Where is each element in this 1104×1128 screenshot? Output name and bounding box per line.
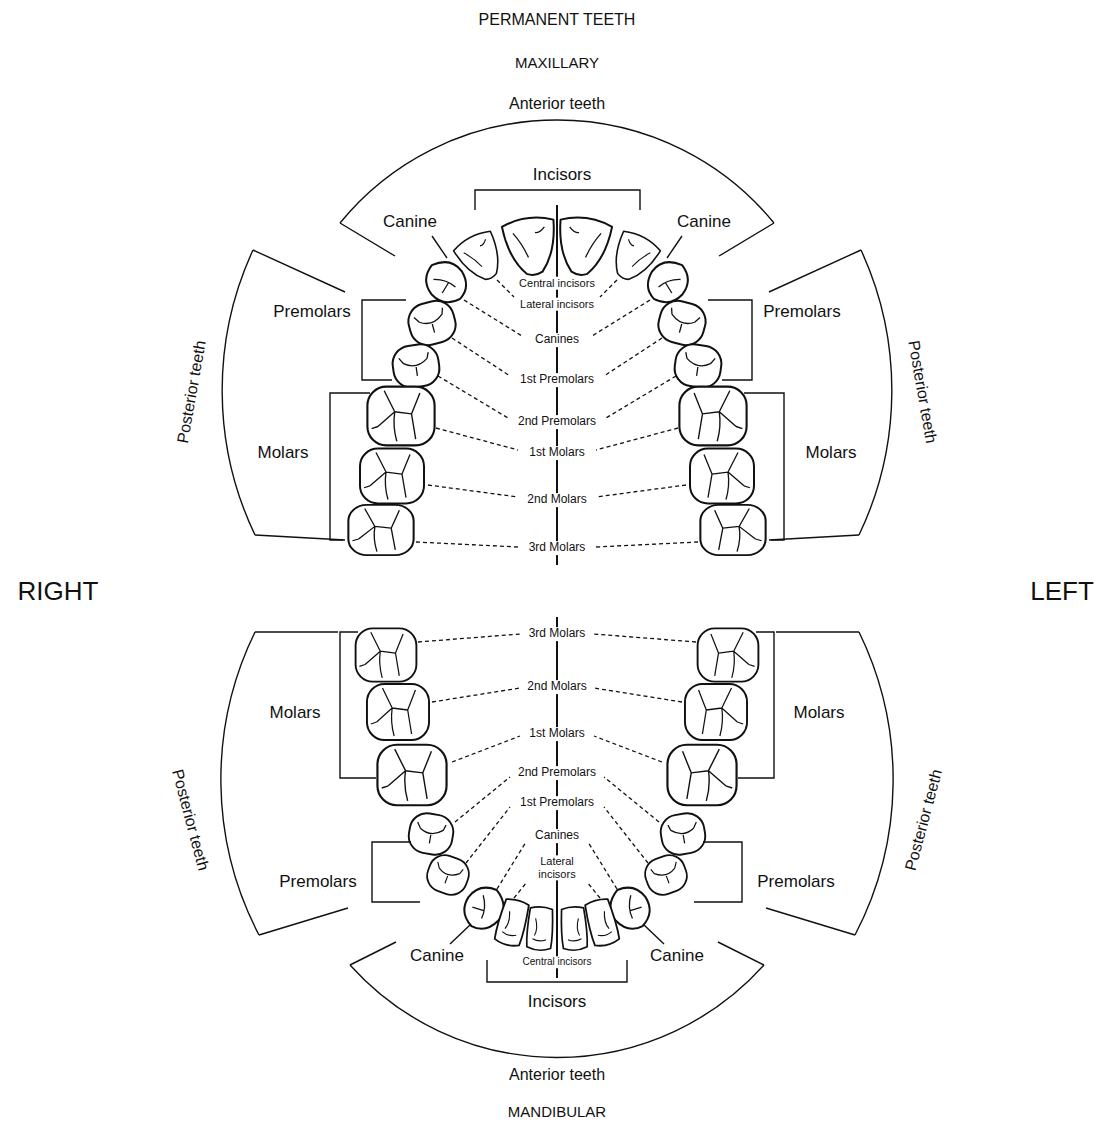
tooth-label: 3rd Molars — [527, 627, 588, 641]
leader-line — [450, 925, 664, 944]
jaw-label: MAXILLARY — [513, 54, 601, 71]
group-label: Premolars — [755, 872, 836, 892]
group-label: Molars — [791, 703, 846, 723]
tooth — [404, 297, 459, 349]
tooth-label: 2nd Molars — [525, 493, 588, 507]
tooth — [679, 387, 746, 446]
group-label: Canine — [381, 212, 439, 232]
tooth — [348, 505, 413, 555]
tooth-label: 1st Molars — [527, 446, 586, 460]
tooth — [501, 215, 560, 279]
tooth — [698, 628, 759, 681]
group-arc — [222, 250, 255, 535]
group-label: Canine — [408, 946, 466, 966]
bracket — [362, 300, 406, 380]
group-label: Posterior teeth — [904, 337, 941, 447]
tooth — [560, 906, 588, 951]
tooth — [356, 628, 417, 681]
tooth-label: Lateral incisors — [528, 855, 586, 880]
tooth-label: 1st Molars — [527, 727, 586, 741]
tooth-label: 3rd Molars — [527, 541, 588, 555]
group-arc-end — [769, 250, 861, 540]
tooth-label: 2nd Molars — [525, 680, 588, 694]
group-label: Premolars — [761, 302, 842, 322]
tooth — [526, 906, 554, 951]
leader-line — [432, 236, 682, 258]
tooth — [493, 897, 531, 948]
leader-line — [514, 882, 600, 898]
group-label: Molars — [267, 703, 322, 723]
group-label: Anterior teeth — [507, 1066, 607, 1084]
tooth — [390, 342, 441, 390]
tooth — [406, 811, 456, 858]
group-label: Posterior teeth — [167, 765, 213, 874]
side-label: RIGHT — [16, 577, 101, 607]
bracket — [340, 632, 376, 778]
tooth — [700, 505, 765, 555]
bracket — [738, 632, 774, 778]
group-label: Molars — [803, 443, 858, 463]
group-label: Posterior teeth — [901, 765, 947, 874]
group-label: Anterior teeth — [507, 95, 607, 113]
tooth — [690, 449, 754, 504]
tooth — [367, 684, 429, 740]
group-label: Incisors — [531, 165, 594, 185]
bracket — [708, 300, 752, 380]
group-arc — [221, 632, 259, 935]
tooth-label: Canines — [533, 829, 581, 843]
tooth — [667, 745, 736, 805]
side-label: LEFT — [1028, 577, 1096, 607]
tooth — [360, 449, 424, 504]
group-label: Premolars — [271, 302, 352, 322]
tooth — [423, 851, 474, 900]
tooth — [654, 297, 709, 349]
group-label: Premolars — [277, 872, 358, 892]
group-arc — [859, 250, 892, 535]
group-arc — [855, 632, 893, 935]
tooth-label: Canines — [533, 333, 581, 347]
tooth-label: Central incisors — [517, 277, 597, 290]
leader-line — [455, 777, 659, 822]
bracket — [744, 393, 784, 540]
tooth — [367, 387, 434, 446]
leader-line — [497, 842, 617, 889]
group-label: Incisors — [526, 992, 589, 1012]
group-arc-end — [253, 250, 345, 540]
bracket — [330, 393, 370, 540]
tooth-label: 2nd Premolars — [516, 766, 598, 780]
tooth-label: 1st Premolars — [518, 796, 596, 810]
bracket — [475, 190, 640, 210]
leader-lines — [416, 280, 698, 898]
tooth-label: Lateral incisors — [518, 298, 596, 311]
bracket — [372, 842, 420, 902]
brackets — [221, 120, 893, 1057]
bracket — [694, 842, 742, 902]
jaw-label: MANDIBULAR — [506, 1103, 608, 1120]
tooth — [641, 851, 692, 900]
tooth — [553, 215, 612, 279]
tooth-label: 1st Premolars — [518, 373, 596, 387]
group-arc — [350, 965, 764, 1057]
tooth — [583, 897, 621, 948]
group-label: Molars — [255, 443, 310, 463]
group-label: Posterior teeth — [174, 337, 211, 447]
group-arc — [340, 120, 774, 223]
tooth — [377, 745, 446, 805]
tooth-label: 2nd Premolars — [516, 415, 598, 429]
group-label: Canine — [648, 946, 706, 966]
group-label: Canine — [675, 212, 733, 232]
tooth — [685, 684, 747, 740]
tooth-label: Central incisors — [521, 956, 594, 968]
tooth — [658, 811, 708, 858]
tooth — [672, 342, 723, 390]
chart-title: PERMANENT TEETH — [477, 11, 638, 29]
